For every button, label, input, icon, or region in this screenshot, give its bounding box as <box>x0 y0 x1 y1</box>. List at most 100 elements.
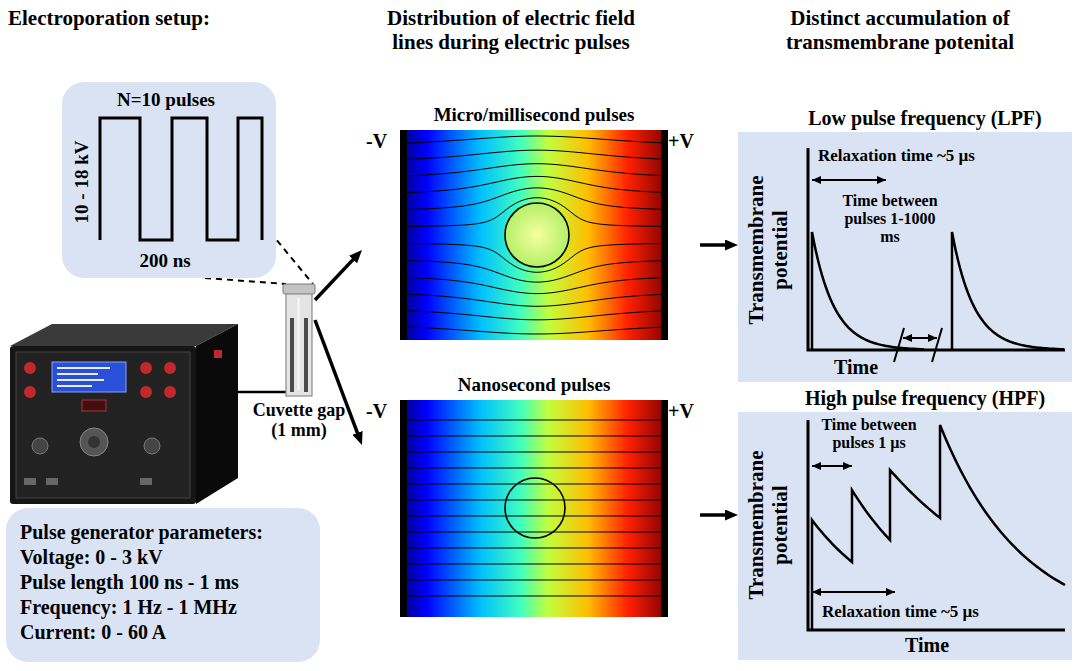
axis-break <box>932 328 942 362</box>
parameter-line: Pulse length 100 ns - 1 ms <box>20 570 306 595</box>
node-illustration <box>362 100 700 346</box>
field-line <box>407 136 661 143</box>
electrode-bar <box>661 130 668 340</box>
field-line <box>407 484 661 485</box>
annotation: Time between pulses 1-1000 ms <box>838 192 942 246</box>
device-port <box>24 478 36 485</box>
field-line <box>407 500 661 501</box>
parameter-line: Current: 0 - 60 A <box>20 620 306 645</box>
field-line <box>407 150 661 159</box>
connector-arrow <box>700 513 730 517</box>
voltage-range: 10 - 18 kV <box>71 107 93 257</box>
terminal <box>24 386 36 398</box>
device-knob <box>144 438 160 454</box>
field-line <box>407 452 661 453</box>
cuvette-highlight <box>298 298 300 390</box>
field-line <box>407 564 661 565</box>
parameter-line: Frequency: 1 Hz - 1 MHz <box>20 595 306 620</box>
field-line <box>407 436 661 437</box>
connector-arrow <box>315 256 357 300</box>
interval-arrow <box>812 465 852 467</box>
potential-chart: High pulse frequency (HPF)Transmembrane … <box>738 382 1072 660</box>
axis-label: Transmembrane potential <box>744 165 792 335</box>
section-heading: Electroporation setup: <box>8 6 210 30</box>
electrode-label: +V <box>668 400 694 422</box>
device-button <box>214 350 222 358</box>
parameter-heading: Pulse generator parameters: <box>20 520 306 545</box>
interval-arrow <box>903 337 937 339</box>
pulse-inset-box: N=10 pulses10 - 18 kV200 ns <box>62 82 276 278</box>
chart-title: High pulse frequency (HPF) <box>778 386 1072 410</box>
terminal <box>24 362 36 374</box>
device-port <box>46 478 58 485</box>
cuvette-electrode <box>304 318 308 392</box>
field-line <box>407 516 661 517</box>
axis-break <box>894 328 904 362</box>
field-line <box>407 468 661 469</box>
potential-curve <box>952 232 1064 350</box>
chart-panel <box>738 132 1072 382</box>
field-line <box>407 311 661 320</box>
field-line <box>407 277 661 293</box>
relaxation-arrow <box>812 591 895 593</box>
axis-label: Time <box>834 356 878 378</box>
pulse-width: 200 ns <box>122 250 208 272</box>
dashed-leader <box>205 278 286 284</box>
field-line <box>407 164 661 176</box>
electrode-label: -V <box>366 130 387 152</box>
connector-arrow <box>700 243 730 247</box>
annotation: Time between pulses 1 µs <box>816 416 922 452</box>
device-port <box>140 478 152 485</box>
terminal <box>140 386 152 398</box>
potential-curve <box>812 425 1065 630</box>
device-knob <box>88 436 100 448</box>
panel-title: Micro/millisecond pulses <box>400 104 668 126</box>
node-illustration <box>62 82 276 278</box>
field-gradient <box>400 400 668 617</box>
field-line <box>407 596 661 597</box>
device-knob <box>32 438 48 454</box>
pulse-generator <box>10 324 238 504</box>
device-front <box>10 346 196 504</box>
electrode-bar <box>400 130 407 340</box>
panel-title: Nanosecond pulses <box>400 374 668 396</box>
field-gradient <box>400 130 668 340</box>
node-illustration <box>283 284 315 396</box>
electrode-label: -V <box>366 400 387 422</box>
cell <box>505 478 565 538</box>
terminal <box>164 362 176 374</box>
parameter-box: Pulse generator parameters:Voltage: 0 - … <box>6 508 320 662</box>
annotation: Relaxation time ~5 µs <box>822 602 979 622</box>
device-display <box>82 400 106 411</box>
device-side <box>196 324 238 504</box>
chart-axes <box>808 420 1065 630</box>
potential-chart: Low pulse frequency (LPF) Transmembrane p… <box>738 102 1072 382</box>
axis-label: Time <box>905 634 949 656</box>
field-line <box>407 548 661 549</box>
field-line <box>407 176 661 192</box>
device-screen <box>52 362 126 392</box>
cuvette-body <box>286 293 312 396</box>
device-knob <box>80 428 108 456</box>
electrode-bar <box>661 400 668 617</box>
field-line <box>407 580 661 581</box>
field-line <box>407 327 661 334</box>
chart-panel <box>738 412 1072 660</box>
cuvette-label: Cuvette gap (1 mm) <box>247 400 351 440</box>
electrode-label: +V <box>668 130 694 152</box>
zoom-leader-line <box>270 232 313 284</box>
field-panel: Nanosecond pulses -V +V <box>362 370 700 622</box>
pulse-waveform <box>100 118 262 240</box>
screen-line <box>57 379 104 381</box>
field-line <box>407 294 661 306</box>
screen-line <box>57 373 98 375</box>
terminal <box>164 386 176 398</box>
cell <box>505 203 569 267</box>
cuvette-cap <box>283 284 315 294</box>
chart-title: Low pulse frequency (LPF) <box>778 106 1072 130</box>
terminal <box>140 362 152 374</box>
section-heading: Distribution of electric field lines dur… <box>376 6 646 54</box>
field-line <box>407 420 661 421</box>
screen-line <box>57 385 92 387</box>
